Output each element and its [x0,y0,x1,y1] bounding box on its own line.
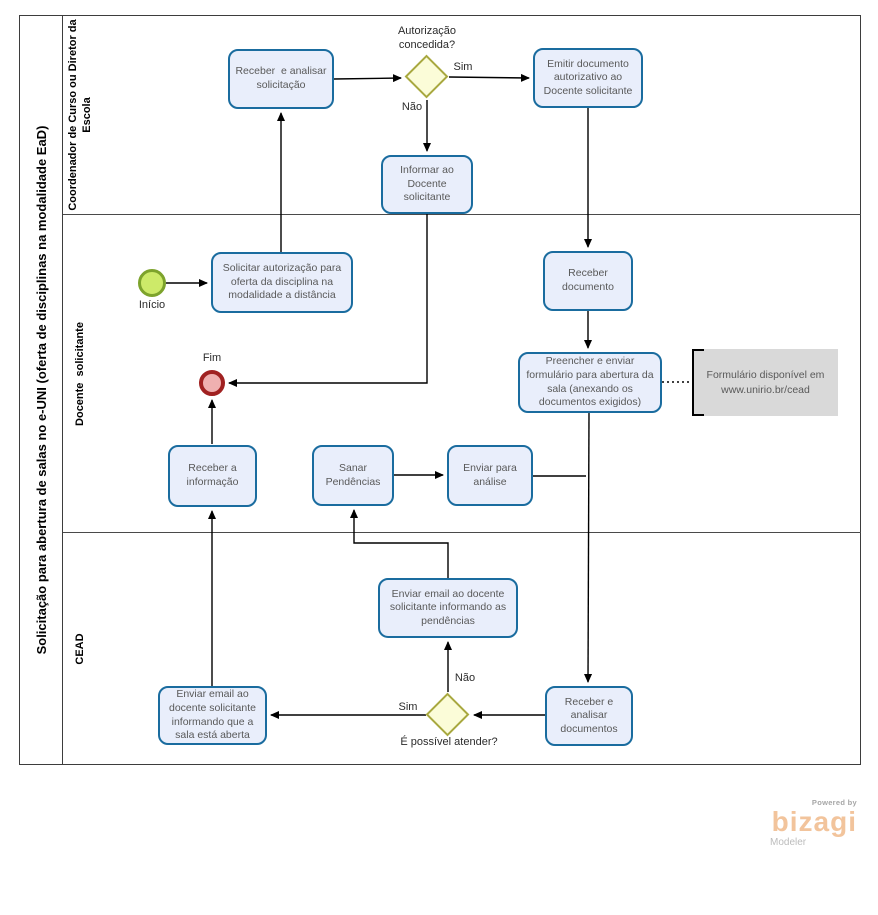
gateway-possivel-atender [425,692,470,737]
pool-title: Solicitação para abertura de salas no e-… [33,125,49,655]
lane-label-cead: CEAD [74,633,87,665]
start-event [138,269,166,297]
pool-border [19,15,861,765]
start-event-label: Início [138,299,166,311]
task-informar-docente-solicitante: Informar ao Docente solicitante [381,155,473,214]
edge-label-nao-autorizacao: Não [401,101,423,113]
task-receber-informacao: Receber a informação [168,445,257,507]
edge-label-nao-atender: Não [454,672,476,684]
task-enviar-para-analise: Enviar para análise [447,445,533,506]
end-event [199,370,225,396]
powered-by-label: Powered by [811,798,857,807]
edge-label-sim-atender: Sim [398,701,418,713]
gateway-diamond-icon [404,54,449,99]
edge-label-sim-autorizacao: Sim [453,61,473,73]
task-receber-documento: Receber documento [543,251,633,311]
task-enviar-email-sala-aberta: Enviar email ao docente solicitante info… [158,686,267,745]
lane-label-docente: Docente solicitante [74,322,87,426]
gateway-diamond-icon [425,692,470,737]
task-preencher-enviar-formulario: Preencher e enviar formulário para abert… [518,352,662,413]
task-emitir-documento-autorizativo: Emitir documento autorizativo ao Docente… [533,48,643,108]
bizagi-logo: Powered by bizagi Modeler [763,798,857,848]
task-receber-analisar-solicitacao: Receber e analisar solicitação [228,49,334,109]
pool-title-strip [19,15,63,765]
bizagi-wordmark: bizagi [771,806,857,837]
gateway-atender-label: É possível atender? [400,736,498,748]
task-sanar-pendencias: Sanar Pendências [312,445,394,506]
lane-divider-1 [63,214,861,215]
gateway-autorizacao-label: Autorização concedida? [397,25,457,51]
task-solicitar-autorizacao: Solicitar autorização para oferta da dis… [211,252,353,313]
lane-label-coordenador: Coordenador de Curso ou Diretor da Escol… [67,16,93,211]
annotation-formulario: Formulário disponível em www.unirio.br/c… [693,349,838,416]
annotation-bracket-icon [692,349,704,416]
lane-divider-2 [63,532,861,533]
task-receber-analisar-documentos: Receber e analisar documentos [545,686,633,746]
end-event-label: Fim [202,352,222,364]
gateway-autorizacao-concedida [404,54,449,99]
task-enviar-email-pendencias: Enviar email ao docente solicitante info… [378,578,518,638]
modeler-label: Modeler [770,837,807,848]
